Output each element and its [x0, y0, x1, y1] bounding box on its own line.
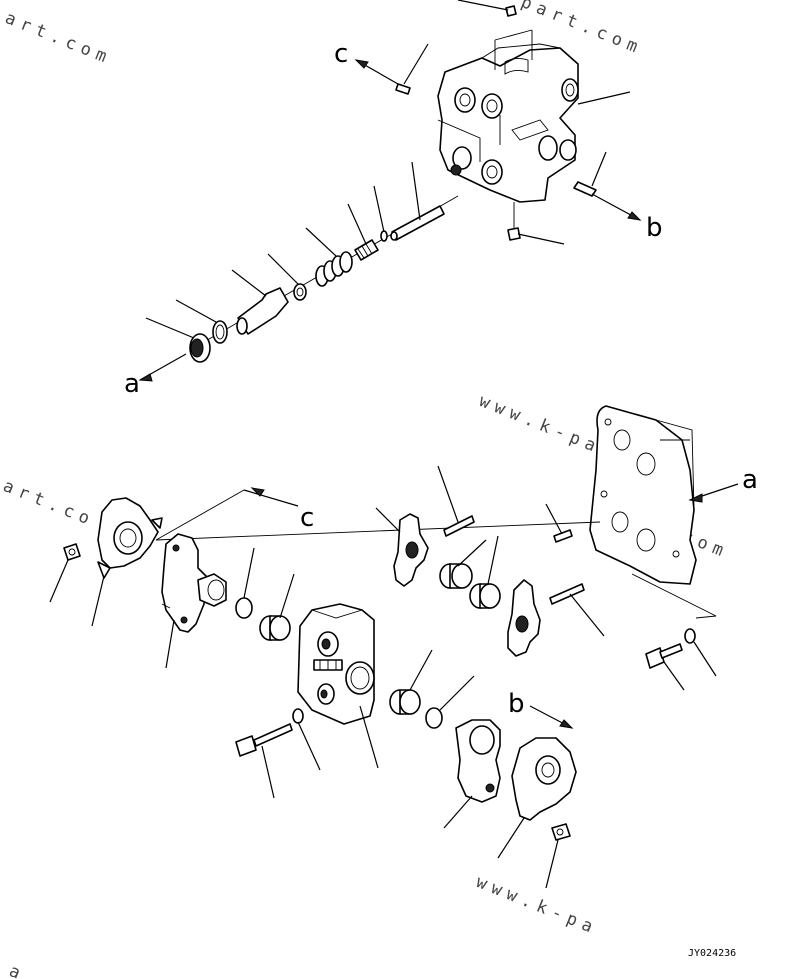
- callout-a-upper-label: a: [742, 465, 758, 495]
- bushing-left: [259, 573, 295, 641]
- flat-ring-left: [235, 547, 255, 619]
- right-end-cap: [497, 737, 577, 859]
- large-spring: [305, 227, 353, 287]
- valve-body: [437, 29, 579, 203]
- long-pin-upper: [437, 465, 475, 537]
- gasket-plate: [589, 405, 697, 585]
- spool: [390, 161, 445, 241]
- watermark-top-left: art.com: [2, 8, 115, 69]
- left-cover: [161, 533, 227, 669]
- dowel-pin-plate: [545, 503, 573, 543]
- callout-c-upper: c: [334, 39, 399, 85]
- watermark-bottom-left: a: [6, 961, 29, 979]
- watermark-mid-left: art.co: [0, 476, 98, 531]
- callout-b-lower: b: [508, 689, 574, 729]
- pin-upper-right: [573, 151, 607, 197]
- pin-upper-left: [395, 43, 429, 95]
- callout-a-upper: a: [688, 465, 758, 503]
- valve-bottom-bolt: [507, 202, 565, 245]
- rocker-arm-lower: [507, 579, 541, 657]
- o-ring: [175, 299, 228, 344]
- washer-right: [684, 628, 717, 677]
- pump-housing: [297, 603, 379, 769]
- callout-b-lower-label: b: [508, 689, 525, 719]
- plunger: [231, 269, 289, 335]
- callout-c-lower: c: [155, 487, 314, 541]
- bushing-upper: [439, 539, 487, 589]
- washer-lower: [292, 708, 321, 771]
- small-bolt-left: [49, 543, 81, 603]
- callout-a-lower-label: a: [124, 369, 140, 399]
- top-bolt: [457, 0, 517, 17]
- lower-support-arm: [443, 719, 501, 829]
- small-bolt-right: [545, 823, 571, 889]
- bushing-lower: [469, 535, 501, 609]
- small-ring: [373, 185, 388, 242]
- spring-washer: [267, 253, 307, 301]
- callout-b-upper: b: [591, 193, 663, 243]
- bushing-right: [389, 649, 433, 715]
- rocker-arm-upper: [375, 507, 429, 587]
- bolt-right: [645, 643, 685, 691]
- long-pin-right: [549, 583, 605, 637]
- long-bolt-lower: [235, 723, 293, 799]
- callout-c-upper-label: c: [334, 39, 348, 69]
- plug: [145, 317, 211, 363]
- callout-b-upper-label: b: [646, 213, 663, 243]
- drawing-code: JY024236: [688, 948, 736, 959]
- callout-a-lower: a: [124, 353, 187, 399]
- callout-c-lower-label: c: [300, 503, 314, 533]
- left-end-cap: [91, 497, 163, 627]
- assembly-axis: [155, 521, 601, 541]
- flat-ring-right: [425, 675, 475, 729]
- watermark-bottom-right: www.k-pa: [473, 872, 601, 939]
- small-spring: [347, 203, 379, 261]
